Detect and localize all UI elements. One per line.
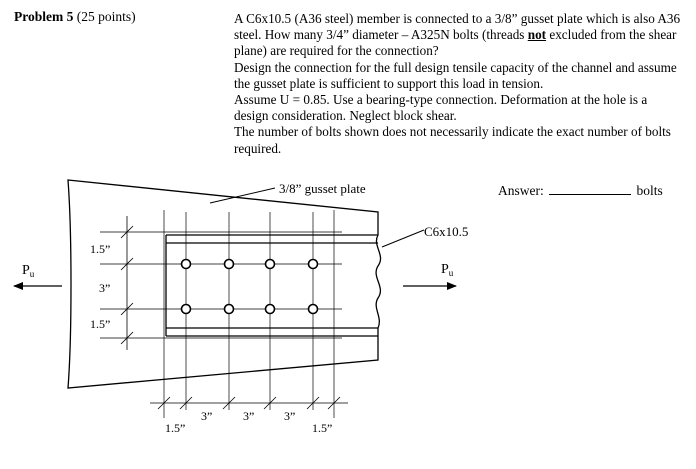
- bolt-hole: [307, 258, 319, 270]
- bolt-hole: [223, 258, 235, 270]
- bolt-hole: [307, 303, 319, 315]
- dim-end-left: 1.5”: [165, 421, 185, 435]
- gusset-leader: [209, 187, 276, 204]
- pitch-lines: [163, 210, 335, 418]
- dim-pitch-1: 3”: [201, 409, 212, 423]
- vertical-dimension-ticks: [120, 225, 134, 345]
- right-force-label: Pu: [441, 262, 454, 278]
- gage-lines: [100, 231, 342, 339]
- channel-leader: [381, 229, 425, 248]
- gusset-plate: [67, 179, 382, 389]
- answer-label: Answer:: [498, 183, 544, 198]
- bolt-hole: [264, 303, 276, 315]
- answer-blank[interactable]: [549, 182, 632, 195]
- statement-paragraph-3: Assume U = 0.85. Use a bearing-type conn…: [234, 92, 648, 124]
- gusset-label: 3/8” gusset plate: [279, 181, 366, 196]
- bolt-hole: [180, 258, 192, 270]
- problem-points: (25 points): [76, 9, 136, 24]
- dim-gage: 3”: [99, 281, 110, 295]
- dim-pitch-3: 3”: [284, 409, 295, 423]
- answer-unit: bolts: [636, 183, 663, 198]
- channel-member: [165, 234, 378, 337]
- emphasis-not: not: [527, 27, 547, 43]
- statement-paragraph-1: A C6x10.5 (A36 steel) member is connecte…: [234, 11, 684, 60]
- dim-end-right: 1.5”: [312, 421, 332, 435]
- problem-label: Problem 5: [14, 9, 74, 24]
- dim-edge-top: 1.5”: [90, 242, 110, 256]
- statement-text: A C6x10.5 (A36 steel) member is connecte…: [234, 11, 681, 43]
- horizontal-dimension-ticks: [157, 396, 341, 410]
- left-force-label: Pu: [22, 263, 35, 279]
- statement-paragraph-4: The number of bolts shown does not neces…: [234, 124, 671, 156]
- bolt-hole: [223, 303, 235, 315]
- answer-line: Answer: bolts: [498, 182, 663, 199]
- dim-pitch-2: 3”: [243, 409, 254, 423]
- statement-paragraph-2: Design the connection for the full desig…: [234, 59, 677, 91]
- statement-text: excluded from the shear plane) are requi…: [234, 27, 677, 59]
- bolt-hole: [180, 303, 192, 315]
- problem-header: Problem 5 (25 points): [14, 9, 136, 25]
- problem-statement: A C6x10.5 (A36 steel) member is connecte…: [234, 11, 684, 157]
- bolt-group: [180, 258, 319, 315]
- bolt-hole: [264, 258, 276, 270]
- dim-edge-bottom: 1.5”: [90, 317, 110, 331]
- channel-label: C6x10.5: [424, 224, 468, 239]
